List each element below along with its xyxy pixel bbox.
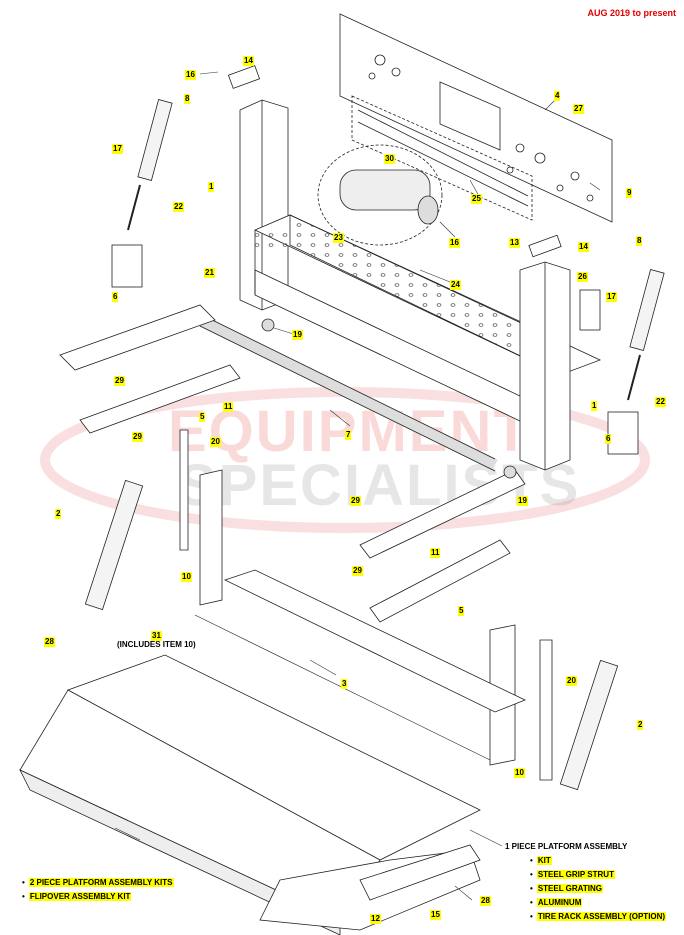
shim-left-part [179,429,189,551]
callout-2-right: 2 [637,720,644,730]
callout-15: 15 [430,910,441,920]
date-range-label: AUG 2019 to present [587,8,676,18]
callout-19-upper: 19 [292,330,303,340]
platform-part [19,654,481,935]
cover-plate-part [339,13,613,223]
cylinder-left-upper-part [127,99,173,231]
callout-14-mid: 14 [578,242,589,252]
right-arm-lower-part [369,539,511,623]
callout-10-lower: 10 [514,768,525,778]
callout-4: 4 [554,91,561,101]
callout-9: 9 [626,188,633,198]
shim-right-part [539,639,553,781]
callout-12: 12 [370,914,381,924]
torsion-shaft-part [197,314,498,471]
main-frame-part [254,214,602,441]
legend-right-item: •KIT [530,856,552,865]
legend-right-item: •TIRE RACK ASSEMBLY (OPTION) [530,912,667,921]
roller-19-lower [503,465,517,479]
legend-right-item: •STEEL GRIP STRUT [530,870,615,879]
callout-10-upper: 10 [181,572,192,582]
callout-6-right: 6 [605,434,612,444]
callout-28-right: 28 [480,896,491,906]
callout-1-lower: 1 [591,401,598,411]
cylinder-right-lower-part [559,659,619,791]
hinge-6-right [607,411,639,455]
right-upright-part [519,261,571,471]
right-arm-upper-part [359,469,526,559]
callout-28-left: 28 [44,637,55,647]
callout-7: 7 [345,430,352,440]
legend-right-item: •STEEL GRATING [530,884,603,893]
roller-19-upper [261,318,275,332]
callout-20-right: 20 [566,676,577,686]
legend-right: •KIT •STEEL GRIP STRUT •STEEL GRATING •A… [530,854,667,924]
callout-6-left: 6 [112,292,119,302]
left-arm-lower-part [79,364,241,434]
callout-5-lower: 5 [458,606,465,616]
flipover-strut-part [359,844,481,901]
callout-30: 30 [384,154,395,164]
callout-8-right: 8 [636,236,643,246]
lower-post-left-part [199,469,223,606]
bracket-26 [579,289,601,331]
hinge-6-left [111,244,143,288]
pump-assembly-part [317,144,443,246]
bracket-14-mid [528,234,562,258]
callout-1-upper: 1 [208,182,215,192]
legend-right-item: •ALUMINUM [530,898,583,907]
callout-21: 21 [204,268,215,278]
callout-8-left: 8 [184,94,191,104]
callout-22-left: 22 [173,202,184,212]
legend-left-item: •2 PIECE PLATFORM ASSEMBLY KITS [22,878,174,887]
callout-2-left: 2 [55,509,62,519]
callout-23: 23 [333,233,344,243]
callout-29-d: 29 [352,566,363,576]
callout-17-right: 17 [606,292,617,302]
callout-25: 25 [471,194,482,204]
callout-13: 13 [509,238,520,248]
cylinder-left-lower-part [84,479,144,611]
callout-27: 27 [573,104,584,114]
legend-left: •2 PIECE PLATFORM ASSEMBLY KITS •FLIPOVE… [22,876,174,904]
callout-29-b: 29 [132,432,143,442]
callout-31: 31 [151,631,162,641]
callout-22-right: 22 [655,397,666,407]
left-arm-upper-part [59,304,216,371]
callout-5-upper: 5 [199,412,206,422]
bracket-14-top [227,65,261,89]
includes-note: (INCLUDES ITEM 10) [117,640,196,649]
cylinder-right-upper-part [627,269,665,401]
callout-26: 26 [577,272,588,282]
legend-left-item: •FLIPOVER ASSEMBLY KIT [22,892,132,901]
crossbar-part [223,569,526,713]
callout-17-left: 17 [112,144,123,154]
callout-16-pump: 16 [449,238,460,248]
callout-14-top: 14 [243,56,254,66]
one-piece-platform-note: 1 PIECE PLATFORM ASSEMBLY [505,842,628,851]
callout-24: 24 [450,280,461,290]
callout-19-lower: 19 [517,496,528,506]
callout-20-left: 20 [210,437,221,447]
callout-11-b: 11 [430,548,441,558]
callout-29-a: 29 [114,376,125,386]
callout-3: 3 [341,679,348,689]
callout-16-top: 16 [185,70,196,80]
callout-11-a: 11 [223,402,234,412]
callout-29-c: 29 [350,496,361,506]
rod-bundle-part [351,95,533,221]
